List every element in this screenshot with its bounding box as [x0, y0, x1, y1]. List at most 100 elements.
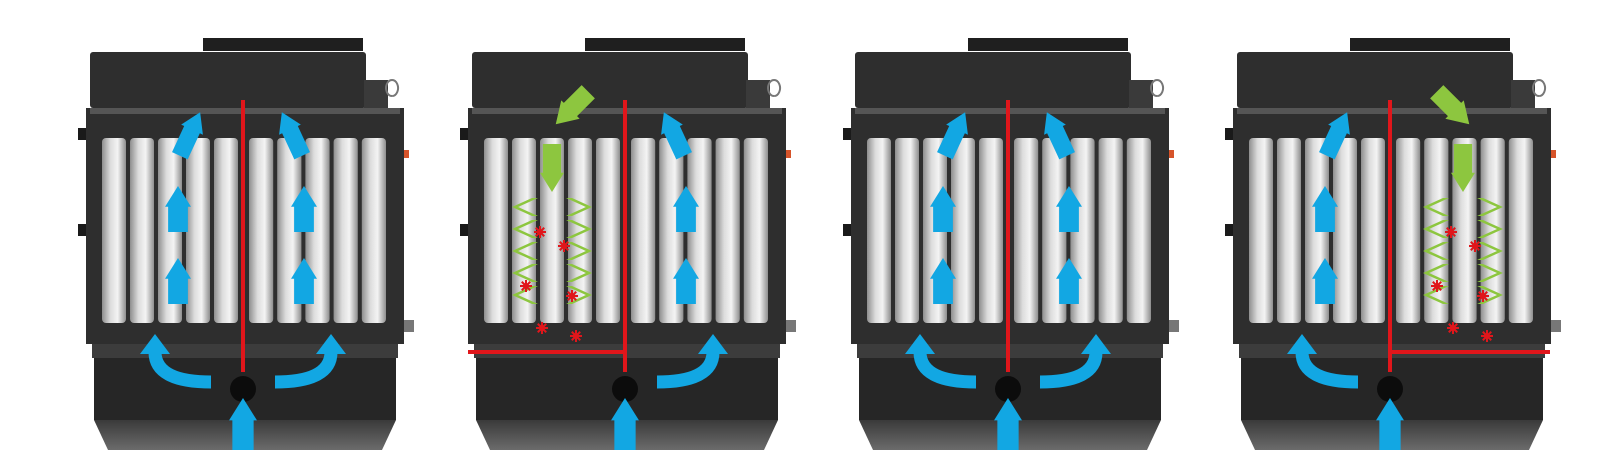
hinge: [78, 224, 86, 236]
side-motor: [746, 80, 770, 110]
filter-cartridge: [1396, 138, 1421, 323]
pulse-jet-icon: [555, 85, 595, 125]
airflow-exit-icon: [661, 112, 692, 160]
dust-particle-icon: [1431, 280, 1443, 292]
dust-particle-icon: [1447, 322, 1459, 334]
inlet-port: [1377, 376, 1403, 402]
filter-cartridge: [512, 138, 536, 323]
curved-airflow-icon: [656, 334, 728, 389]
filter-cartridge: [596, 138, 620, 323]
pulse-down-icon: [1451, 144, 1475, 192]
airflow-up-icon: [291, 258, 317, 304]
pulse-chevron-icon: [512, 242, 538, 260]
curved-airflow-icon: [905, 334, 977, 389]
hinge: [843, 224, 851, 236]
filter-cartridge: [631, 138, 656, 323]
fan-lid: [585, 38, 745, 51]
inlet-arrow-icon: [229, 398, 257, 450]
filter-cartridge: [715, 138, 740, 323]
right-filter-bank: [249, 138, 386, 323]
lifting-eye: [385, 79, 399, 97]
pulse-chevron-icon: [1423, 198, 1449, 216]
curved-airflow-icon: [1039, 334, 1111, 389]
filter-cartridge: [1126, 138, 1151, 323]
lifting-eye: [1150, 79, 1164, 97]
pulse-chevron-icon: [512, 220, 538, 238]
filter-cartridge: [895, 138, 919, 323]
filter-cartridge: [1249, 138, 1273, 323]
airflow-up-icon: [930, 186, 956, 232]
dust-particle-icon: [566, 290, 578, 302]
side-motor: [1511, 80, 1535, 110]
filter-cartridge: [186, 138, 210, 323]
filter-cartridge: [130, 138, 154, 323]
closed-damper: [1390, 350, 1550, 354]
dust-particle-icon: [1481, 330, 1493, 342]
filter-cartridge: [249, 138, 274, 323]
airflow-exit-icon: [172, 112, 203, 160]
closed-damper: [468, 350, 625, 354]
chamber-partition: [623, 100, 627, 372]
left-filter-bank: [867, 138, 1003, 323]
pulse-chevron-icon: [1477, 220, 1503, 238]
hinge: [460, 128, 468, 140]
airflow-exit-icon: [1319, 112, 1350, 160]
dust-particle-icon: [1445, 226, 1457, 238]
fan-housing: [472, 52, 748, 108]
airflow-up-icon: [1056, 186, 1082, 232]
pulse-chevron-icon: [566, 242, 592, 260]
hinge: [843, 128, 851, 140]
dust-collector-unit-4: [1225, 38, 1561, 450]
dust-collector-unit-2: [460, 38, 796, 450]
airflow-up-icon: [165, 186, 191, 232]
pulse-down-icon: [540, 144, 564, 192]
pulse-chevron-icon: [1423, 220, 1449, 238]
pulse-jet-icon: [1430, 85, 1470, 125]
indicator-light: [404, 150, 409, 158]
filter-cartridge: [540, 138, 564, 323]
curved-airflow-icon: [274, 334, 346, 389]
airflow-up-icon: [1312, 258, 1338, 304]
dust-collector-unit-1: [78, 38, 414, 450]
left-filter-bank: [102, 138, 238, 323]
dust-particle-icon: [570, 330, 582, 342]
filter-cartridge: [361, 138, 386, 323]
hinge: [78, 128, 86, 140]
inlet-arrow-icon: [1376, 398, 1404, 450]
pulse-chevron-icon: [566, 264, 592, 282]
pulse-chevron-icon: [566, 286, 592, 304]
side-valve: [1551, 320, 1561, 332]
left-filter-bank: [484, 138, 620, 323]
dust-particle-icon: [558, 240, 570, 252]
side-valve: [786, 320, 796, 332]
fan-lid: [1350, 38, 1510, 51]
dust-particle-icon: [520, 280, 532, 292]
airflow-exit-icon: [937, 112, 968, 160]
inlet-port: [230, 376, 256, 402]
hinge: [460, 224, 468, 236]
chamber-partition: [241, 100, 245, 372]
left-filter-bank: [1249, 138, 1385, 323]
filter-cartridge: [1361, 138, 1385, 323]
indicator-light: [1169, 150, 1174, 158]
filter-cartridge: [484, 138, 508, 323]
pulse-chevron-icon: [1477, 198, 1503, 216]
filter-cartridge: [1014, 138, 1039, 323]
right-filter-bank: [1014, 138, 1151, 323]
chamber-partition: [1006, 100, 1010, 372]
airflow-up-icon: [1056, 258, 1082, 304]
inlet-arrow-icon: [611, 398, 639, 450]
pulse-chevron-icon: [512, 198, 538, 216]
filter-cartridge: [1480, 138, 1505, 323]
filter-cartridge: [743, 138, 768, 323]
side-motor: [364, 80, 388, 110]
airflow-up-icon: [291, 186, 317, 232]
filter-cartridge: [1277, 138, 1301, 323]
dust-particle-icon: [536, 322, 548, 334]
fan-lid: [203, 38, 363, 51]
pulse-chevron-icon: [1423, 242, 1449, 260]
dust-particle-icon: [1477, 290, 1489, 302]
filter-cartridge: [951, 138, 975, 323]
filter-cartridge: [1508, 138, 1533, 323]
fan-housing: [90, 52, 366, 108]
